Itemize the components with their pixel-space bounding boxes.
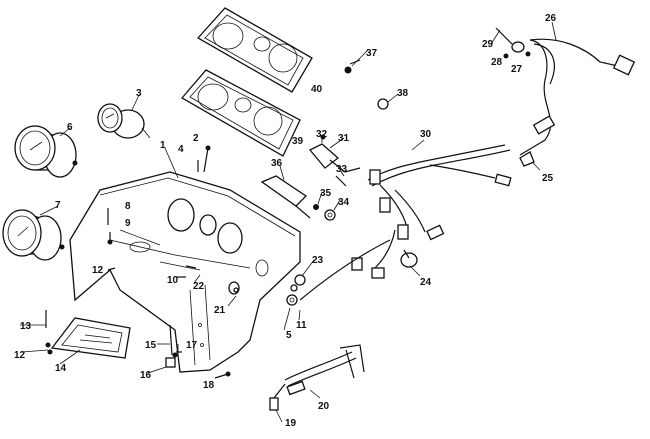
lower-cover-14 bbox=[45, 317, 131, 359]
callout-16: 16 bbox=[140, 370, 152, 381]
callout-14: 14 bbox=[55, 363, 67, 374]
module-31 bbox=[308, 143, 361, 187]
callout-37: 37 bbox=[366, 48, 378, 59]
callout-25: 25 bbox=[542, 173, 554, 184]
callout-29: 29 bbox=[482, 39, 494, 50]
callout-26: 26 bbox=[545, 13, 557, 24]
callout-numbers: 1 2 3 4 5 6 7 8 9 10 11 12 12 13 14 15 1… bbox=[14, 13, 557, 429]
leader-lines bbox=[20, 21, 557, 423]
callout-18: 18 bbox=[203, 380, 215, 391]
callout-3: 3 bbox=[136, 88, 142, 99]
callout-38: 38 bbox=[397, 88, 409, 99]
cable-26 bbox=[519, 38, 636, 156]
callout-7: 7 bbox=[55, 200, 61, 211]
wiring-harness-30 bbox=[299, 144, 512, 301]
switch-36 bbox=[260, 175, 311, 219]
callout-27: 27 bbox=[511, 64, 523, 75]
gauge-7 bbox=[2, 209, 65, 261]
callout-33: 33 bbox=[336, 164, 348, 175]
hardware bbox=[45, 59, 389, 379]
callout-5: 5 bbox=[286, 330, 292, 341]
callout-11: 11 bbox=[296, 320, 307, 331]
callout-34: 34 bbox=[338, 197, 350, 208]
callout-20: 20 bbox=[318, 401, 330, 412]
dash-console-1 bbox=[69, 171, 301, 373]
callout-10: 10 bbox=[167, 275, 179, 286]
callout-4: 4 bbox=[178, 144, 184, 155]
callout-6: 6 bbox=[67, 122, 73, 133]
callout-30: 30 bbox=[420, 129, 432, 140]
cable-20 bbox=[269, 344, 365, 411]
callout-22: 22 bbox=[193, 281, 205, 292]
callout-17: 17 bbox=[186, 340, 198, 351]
callout-12-lower: 12 bbox=[14, 350, 26, 361]
lever-assembly bbox=[495, 27, 531, 59]
gauge-6 bbox=[14, 125, 78, 178]
callout-36: 36 bbox=[271, 158, 283, 169]
callout-15: 15 bbox=[145, 340, 157, 351]
callout-35: 35 bbox=[320, 188, 332, 199]
callout-39: 39 bbox=[292, 136, 304, 147]
callout-13: 13 bbox=[20, 321, 32, 332]
callout-40: 40 bbox=[311, 84, 323, 95]
callout-31: 31 bbox=[338, 133, 350, 144]
callout-32: 32 bbox=[316, 129, 328, 140]
callout-2: 2 bbox=[193, 133, 199, 144]
callout-19: 19 bbox=[285, 418, 297, 429]
small-gauge-3 bbox=[97, 103, 151, 139]
callout-1: 1 bbox=[160, 140, 166, 151]
gauge-decal-39 bbox=[180, 69, 301, 157]
callout-23: 23 bbox=[312, 255, 324, 266]
gauge-decal-40 bbox=[196, 7, 313, 93]
callout-28: 28 bbox=[491, 57, 503, 68]
callout-8: 8 bbox=[125, 201, 131, 212]
clip-25 bbox=[519, 151, 535, 167]
callout-21: 21 bbox=[214, 305, 226, 316]
callout-24: 24 bbox=[420, 277, 432, 288]
callout-12-upper: 12 bbox=[92, 265, 104, 276]
callout-9: 9 bbox=[125, 218, 131, 229]
